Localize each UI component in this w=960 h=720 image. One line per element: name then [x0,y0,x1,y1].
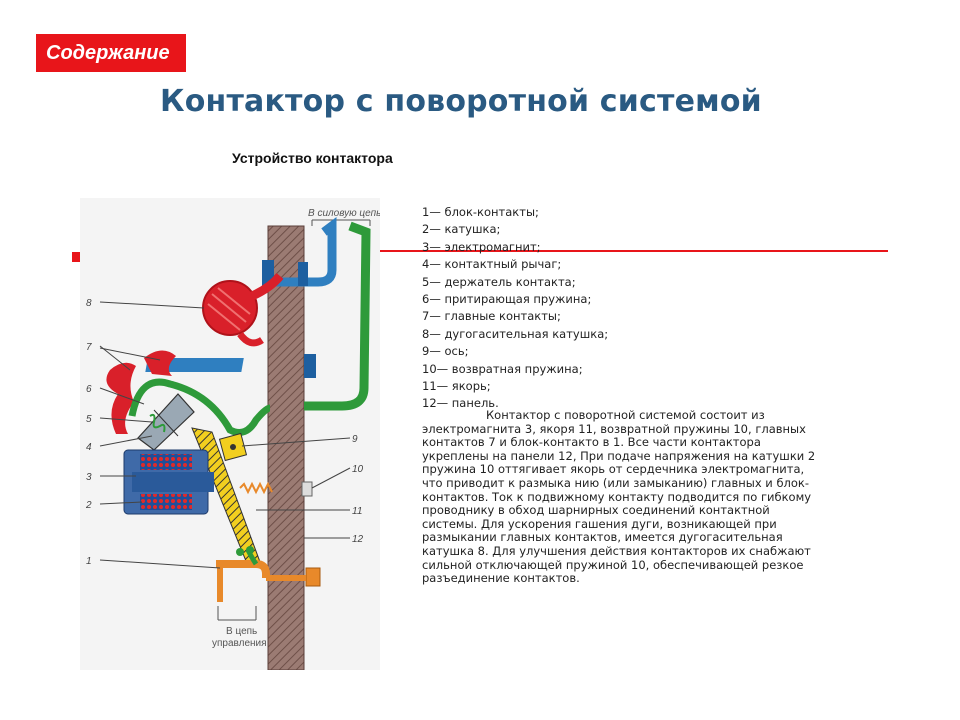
control-circuit-label-line1: В цепь [226,626,257,637]
legend-item: 1— блок-контакты; [422,205,539,219]
callout-6: 6 [86,384,92,395]
return-spring-10 [239,481,273,495]
control-circuit-label-line2: управления [212,638,267,649]
legend-item: 3— электромагнит; [422,239,541,254]
callout-9: 9 [352,434,358,445]
callout-3: 3 [86,472,92,483]
contactor-drawing: В силовую цепь [85,208,380,670]
page-title: Контактор с поворотной системой [160,84,762,119]
callout-10: 10 [352,464,364,475]
power-circuit-label: В силовую цепь [308,208,380,219]
callout-12: 12 [352,534,364,545]
legend-item: 6— притирающая пружина; [422,292,592,307]
callout-4: 4 [86,442,92,453]
callout-1: 1 [86,556,92,567]
divider-left [72,252,80,262]
callout-11: 11 [352,506,362,517]
upper-busbar [264,217,337,287]
legend-item: 4— контактный рычаг; [422,257,562,272]
diagram-subtitle: Устройство контактора [232,150,393,166]
parts-legend: 1— блок-контакты; 2— катушка; 3— электро… [422,204,822,413]
legend-item: 5— держатель контакта; [422,274,576,289]
description-paragraph: Контактор с поворотной системой состоит … [422,408,816,586]
panel-12 [267,225,305,670]
callout-5: 5 [86,414,92,425]
contents-button[interactable]: Содержание [36,34,186,72]
block-contacts-1 [216,560,270,578]
legend-item: 10— возвратная пружина; [422,361,583,376]
divider-right [380,250,888,252]
callout-2: 2 [85,500,92,511]
legend-item: 2— катушка; [422,222,501,237]
lower-busbar [304,221,371,411]
legend-item: 7— главные контакты; [422,309,561,324]
contactor-diagram: В силовую цепь [80,198,380,670]
legend-item: 12— панель. [422,396,499,411]
legend-item: 8— дугогасительная катушка; [422,326,609,341]
legend-item: 11— якорь; [422,379,491,394]
main-contacts-7 [106,362,136,434]
callout-7: 7 [86,342,92,353]
callout-8: 8 [86,298,92,309]
coil-2 [140,494,192,510]
legend-item: 9— ось; [422,344,469,359]
